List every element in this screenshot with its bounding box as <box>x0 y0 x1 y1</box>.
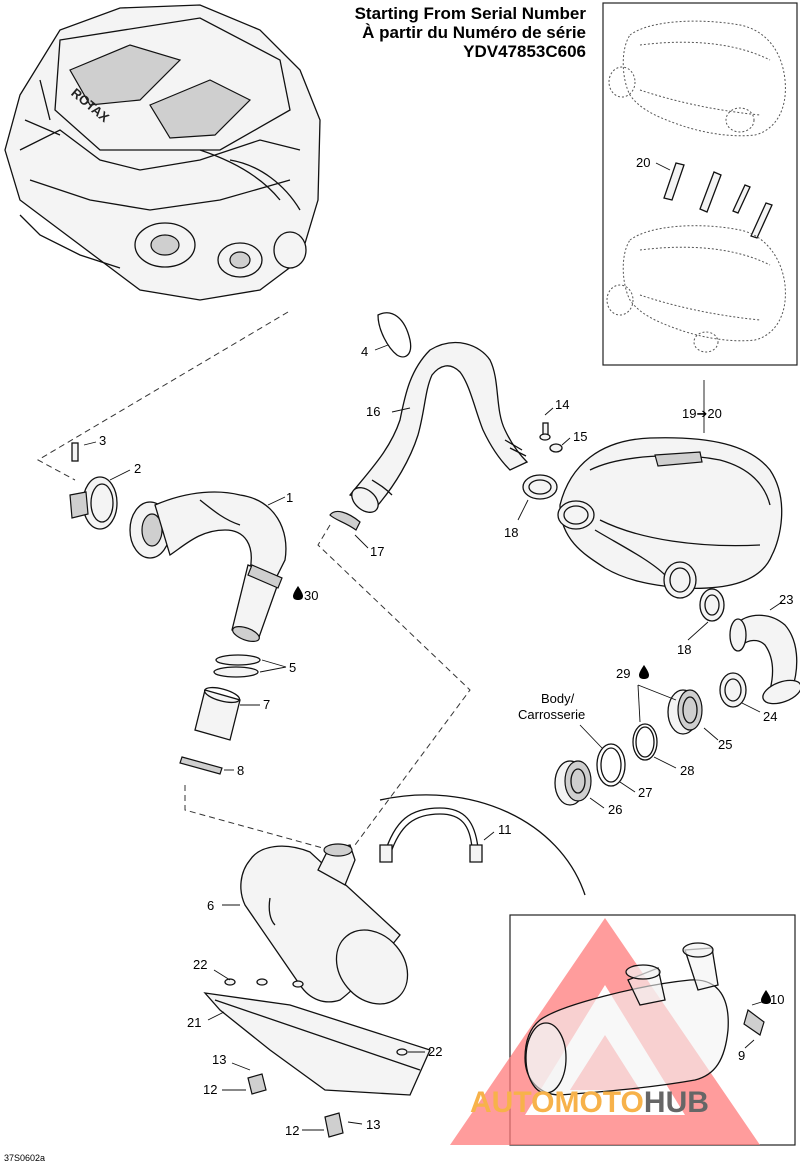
callout-7: 7 <box>263 697 270 712</box>
part-22-screws <box>213 969 425 1056</box>
callout-12-a: 12 <box>203 1082 217 1097</box>
callout-3: 3 <box>99 433 106 448</box>
callout-18-b: 18 <box>677 642 691 657</box>
part-5-clamps <box>213 654 287 678</box>
part-12-13-brackets <box>222 1062 363 1138</box>
part-25-fitting <box>667 689 719 741</box>
callout-27: 27 <box>638 785 652 800</box>
part-26-nut <box>554 760 605 809</box>
callout-5: 5 <box>289 660 296 675</box>
callout-15: 15 <box>573 429 587 444</box>
callout-10: 10 <box>770 992 784 1007</box>
header-line-1: Starting From Serial Number <box>354 4 586 23</box>
drop-icon <box>761 990 771 1004</box>
callout-8: 8 <box>237 763 244 778</box>
part-28-oring <box>632 723 677 769</box>
callout-16: 16 <box>366 404 380 419</box>
header-line-2: À partir du Numéro de série <box>362 23 586 42</box>
part-17-clamp <box>329 510 369 549</box>
part-2-clamp <box>69 469 131 530</box>
callout-13-a: 13 <box>212 1052 226 1067</box>
callout-9: 9 <box>738 1048 745 1063</box>
part-4-clamp <box>374 312 412 358</box>
drop-icon <box>293 586 303 600</box>
callout-11: 11 <box>498 822 512 837</box>
part-18-clamp-lower <box>687 588 725 641</box>
part-8-clip <box>179 756 234 775</box>
callout-4: 4 <box>361 344 368 359</box>
part-27-gasket <box>596 743 636 793</box>
callout-26: 26 <box>608 802 622 817</box>
callout-13-b: 13 <box>366 1117 380 1132</box>
part-6-muffler <box>222 843 409 1005</box>
part-11-strap <box>379 807 495 863</box>
part-14-screw <box>539 407 554 441</box>
part-24-clamp <box>719 672 761 713</box>
callout-6: 6 <box>207 898 214 913</box>
part-3-stud <box>71 441 97 462</box>
watermark-part-1: AUTOMOTO <box>470 1086 644 1119</box>
callout-12-b: 12 <box>285 1123 299 1138</box>
callout-22-b: 22 <box>428 1044 442 1059</box>
callout-2: 2 <box>134 461 141 476</box>
inset-muffler <box>524 942 769 1096</box>
watermark-logo: AUTOMOTOHUB <box>470 1086 709 1120</box>
callout-18-a: 18 <box>504 525 518 540</box>
inset-resonator-upper <box>608 20 786 137</box>
callout-20: 20 <box>636 155 650 170</box>
part-7-sleeve <box>194 686 260 741</box>
part-18-clamp-upper <box>517 474 558 521</box>
callout-28: 28 <box>680 763 694 778</box>
header-line-3: YDV47853C606 <box>463 42 586 61</box>
callout-1: 1 <box>286 490 293 505</box>
watermark-part-2: HUB <box>643 1086 709 1119</box>
part-23-elbow <box>729 601 800 705</box>
callout-19-20: 19➔20 <box>682 406 722 421</box>
body-label-line1: Body/ <box>541 691 575 706</box>
drop-icon <box>639 665 649 679</box>
part-16-hose <box>348 341 529 513</box>
inset-resonator-lower <box>606 225 786 353</box>
callout-29: 29 <box>616 666 630 681</box>
callout-30: 30 <box>304 588 318 603</box>
callout-14: 14 <box>555 397 569 412</box>
resonator-assembly <box>557 380 783 599</box>
callout-21: 21 <box>187 1015 201 1030</box>
part-20-tubes <box>655 162 773 239</box>
inset-box-part-20 <box>602 2 798 366</box>
callout-24: 24 <box>763 709 777 724</box>
callout-22-a: 22 <box>193 957 207 972</box>
callout-23: 23 <box>779 592 793 607</box>
part-15-washer <box>549 437 571 453</box>
diagram-code: 37S0602a <box>4 1153 46 1163</box>
engine-illustration: ROTAX <box>4 4 321 301</box>
part-1-exhaust-pipe <box>129 491 287 642</box>
body-label-line2: Carrosserie <box>518 707 585 722</box>
callout-25: 25 <box>718 737 732 752</box>
part-21-plate <box>203 992 431 1096</box>
callout-17: 17 <box>370 544 384 559</box>
